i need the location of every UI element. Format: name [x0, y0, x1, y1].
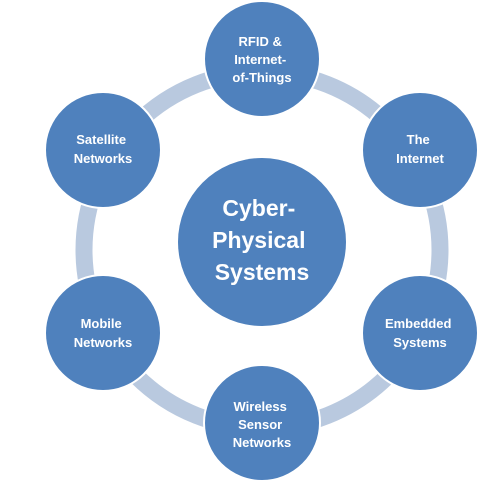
- node-label: The Internet: [396, 132, 444, 166]
- node-label-line: Internet: [396, 151, 444, 166]
- node-circle: [361, 274, 479, 392]
- node-label-line: Networks: [74, 335, 133, 350]
- node-satellite-networks: Satellite Networks: [44, 91, 162, 209]
- node-the-internet: The Internet: [361, 91, 479, 209]
- node-label-line: Systems: [393, 335, 446, 350]
- node-label: RFID & Internet- of-Things: [232, 34, 291, 85]
- node-rfid-iot: RFID & Internet- of-Things: [203, 0, 321, 118]
- node-label-line: Wireless: [234, 399, 287, 414]
- node-circle: [361, 91, 479, 209]
- node-embedded-systems: Embedded Systems: [361, 274, 479, 392]
- center-hub-label-line: Systems: [215, 259, 310, 285]
- node-label-line: of-Things: [232, 70, 291, 85]
- center-hub-label-line: Physical: [212, 227, 305, 253]
- node-label-line: Embedded: [385, 316, 452, 331]
- node-label-line: Satellite: [76, 132, 126, 147]
- node-circle: [44, 274, 162, 392]
- center-hub-circle: [178, 158, 346, 326]
- node-label-line: Internet-: [234, 52, 286, 67]
- node-label: Satellite Networks: [74, 132, 133, 166]
- node-label-line: Networks: [74, 151, 133, 166]
- node-label: Mobile Networks: [74, 316, 133, 350]
- node-mobile-networks: Mobile Networks: [44, 274, 162, 392]
- node-label: Embedded Systems: [385, 316, 455, 350]
- node-wireless-sensor-networks: Wireless Sensor Networks: [203, 364, 321, 482]
- node-circle: [203, 0, 321, 118]
- node-label-line: Networks: [233, 435, 292, 450]
- node-label-line: RFID &: [239, 34, 282, 49]
- node-circle: [203, 364, 321, 482]
- center-hub: Cyber- Physical Systems: [178, 158, 346, 326]
- node-circle: [44, 91, 162, 209]
- center-hub-label-line: Cyber-: [222, 195, 295, 221]
- node-label-line: Sensor: [238, 417, 282, 432]
- node-label-line: Mobile: [81, 316, 122, 331]
- node-label: Wireless Sensor Networks: [233, 399, 292, 450]
- node-label-line: The: [407, 132, 430, 147]
- center-hub-label: Cyber- Physical Systems: [212, 195, 312, 285]
